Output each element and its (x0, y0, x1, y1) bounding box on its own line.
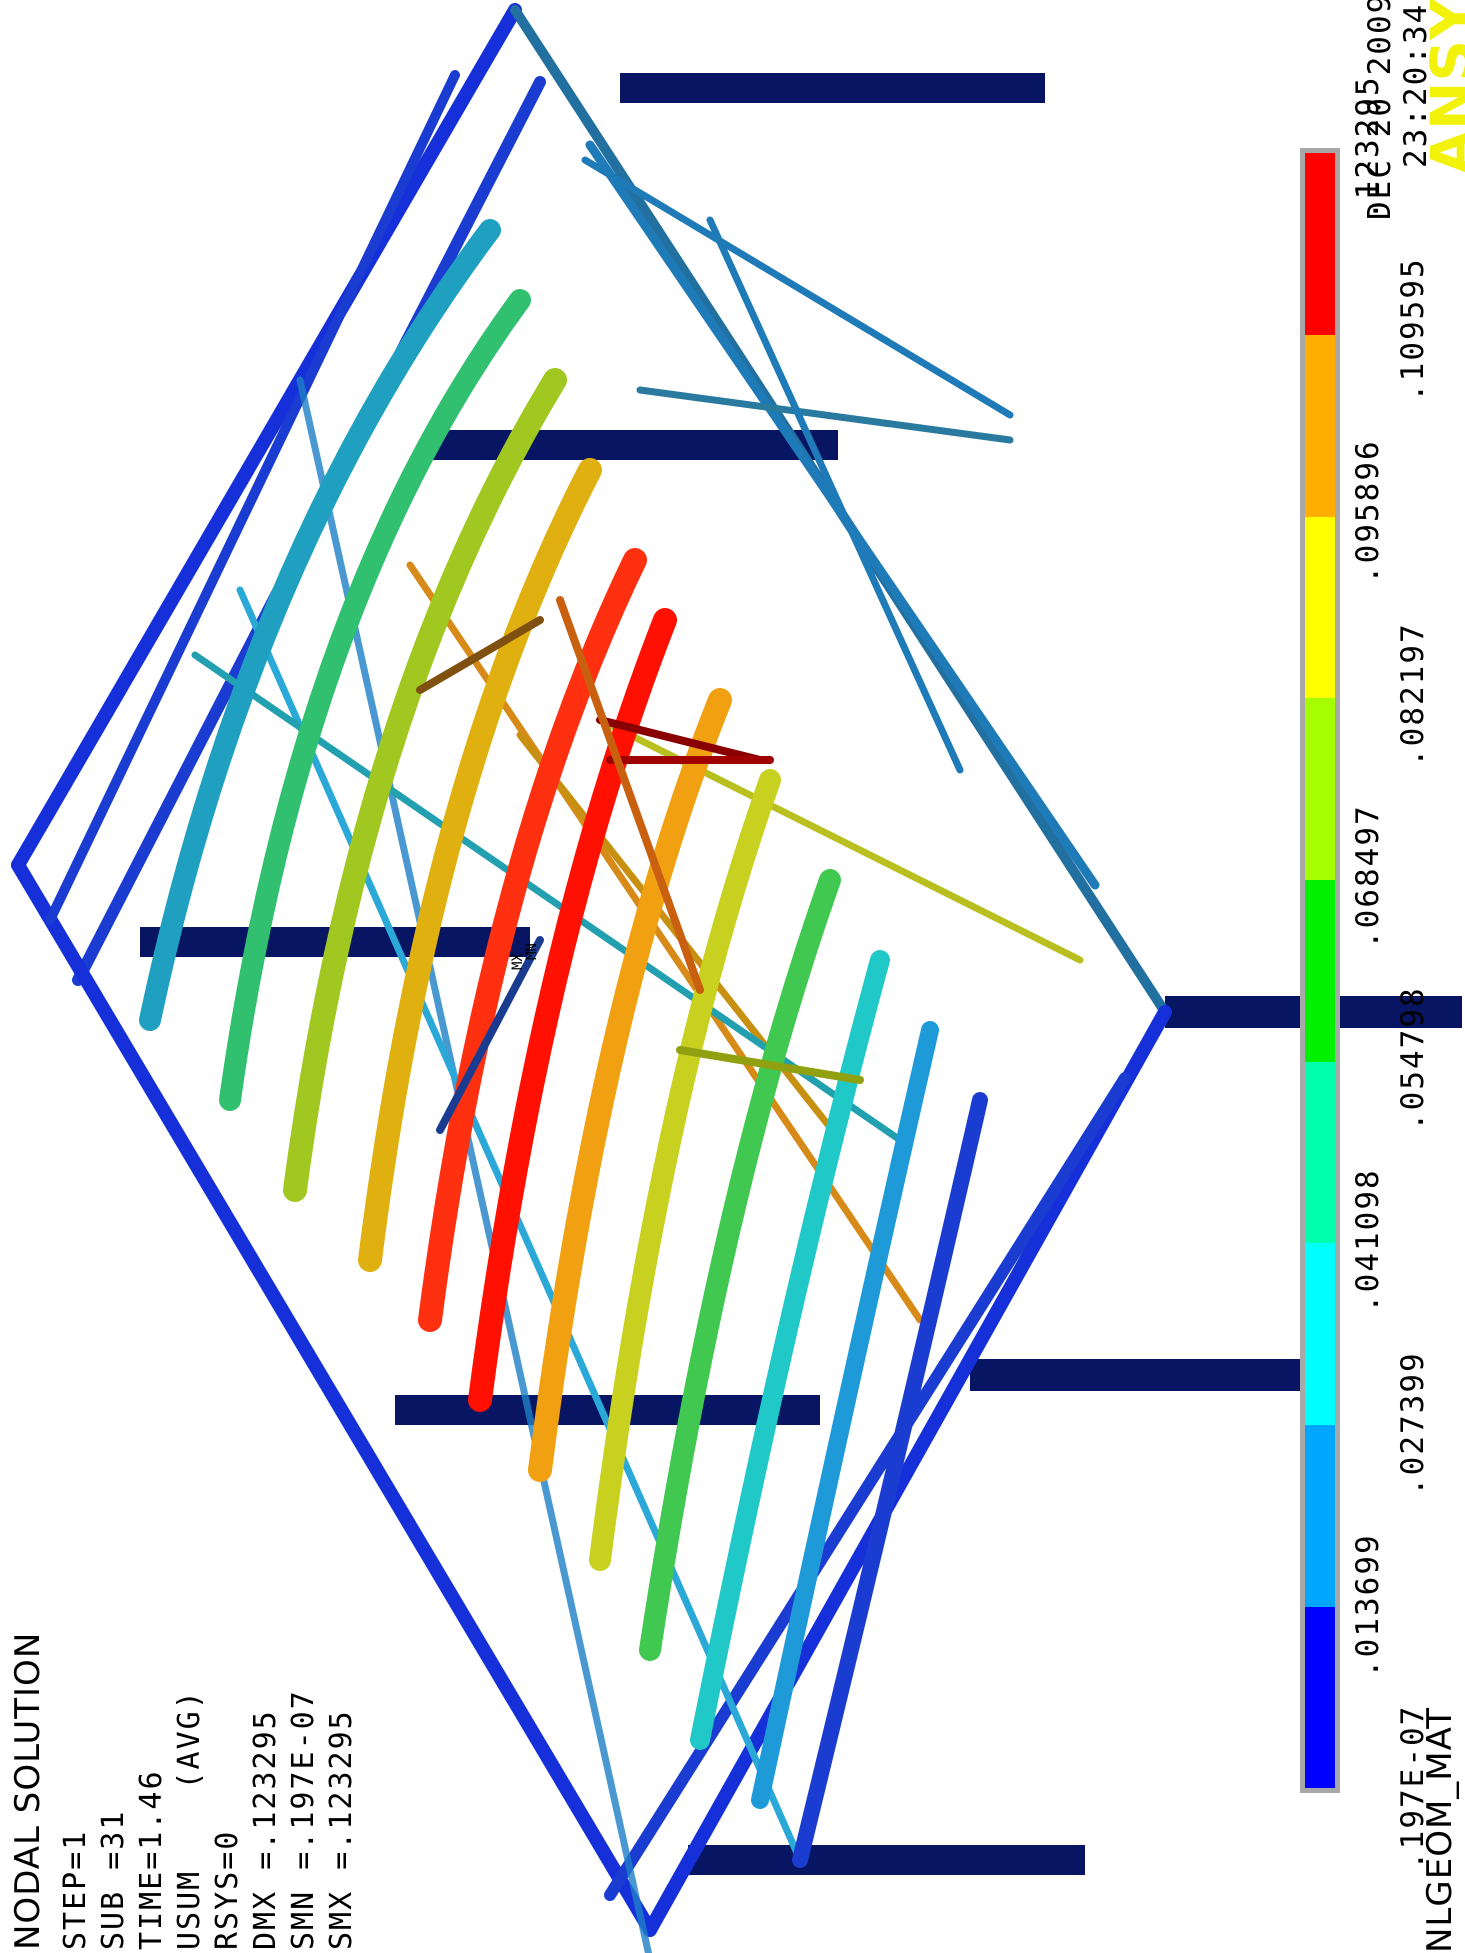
legend-tick-label: .082197 (1395, 622, 1431, 767)
legend-band (1305, 334, 1335, 517)
max-marker: MX (510, 953, 526, 970)
legend-band (1305, 698, 1335, 880)
truss-frame (11, 3, 1172, 1937)
legend-band (1305, 516, 1335, 699)
min-marker: MN (524, 943, 540, 960)
purlin (751, 1021, 939, 1809)
legend-tick-label: .095896 (1350, 439, 1386, 585)
purlin (528, 688, 732, 1482)
purlin (219, 289, 531, 1111)
purlin (589, 769, 781, 1571)
legend-tick-label: .068497 (1350, 804, 1386, 949)
legend-tick-label: .109595 (1395, 257, 1431, 403)
legend-band (1305, 1606, 1335, 1789)
legend-tick-label: .027399 (1395, 1350, 1431, 1496)
contour-legend-bar (1300, 148, 1340, 1793)
legend-band (1305, 1061, 1335, 1244)
purlin (690, 950, 890, 1750)
truss-edge (11, 3, 522, 872)
legend-band (1305, 1424, 1335, 1607)
legend-tick-label: .041098 (1350, 1168, 1386, 1314)
legend-tick-label: .123295 (1350, 75, 1386, 220)
truss-edge (11, 858, 657, 1937)
purlin (792, 1092, 988, 1868)
roof-purlins (139, 219, 988, 1868)
markers: MX MN (510, 943, 540, 970)
purlin (283, 368, 567, 1202)
purlin (639, 869, 841, 1661)
truss-edge (45, 70, 460, 925)
truss-edge (604, 1072, 1131, 1901)
purlin (139, 219, 501, 1031)
purlin (418, 548, 647, 1332)
purlin (358, 458, 602, 1272)
legend-tick-label: .197E-07 (1395, 1704, 1431, 1870)
legend-band (1305, 1243, 1335, 1425)
legend-band (1305, 153, 1335, 335)
center-bracing (416, 596, 864, 1134)
legend-band (1305, 879, 1335, 1062)
legend-tick-label: .013699 (1350, 1533, 1386, 1678)
truss-edge (643, 1005, 1172, 1937)
purlin (468, 608, 677, 1412)
legend-tick-label: .054798 (1395, 986, 1431, 1132)
